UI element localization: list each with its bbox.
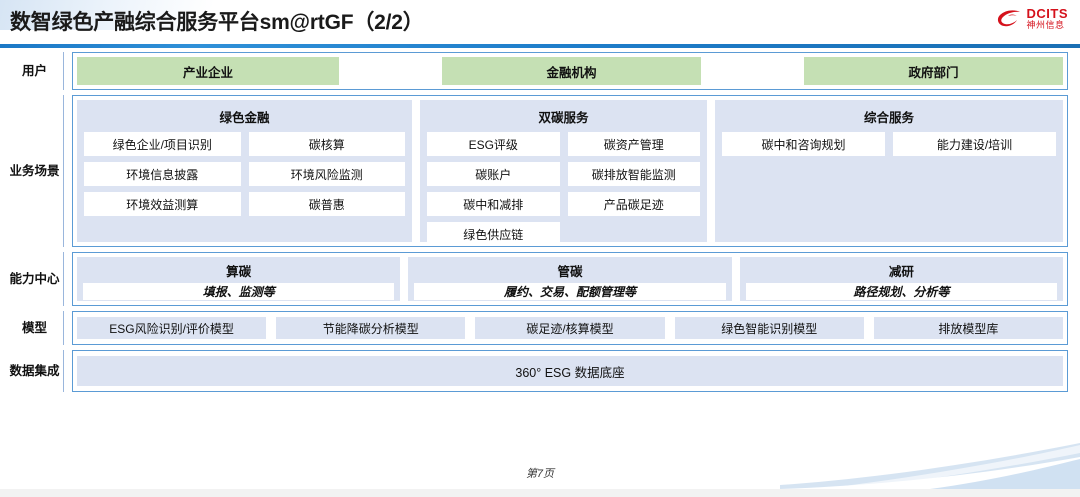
row-body-capability-center: 算碳 填报、监测等 管碳 履约、交易、配额管理等 减研 路径规划、分析等	[72, 252, 1068, 306]
capability-sub-reduce-research: 路径规划、分析等	[745, 283, 1057, 300]
row-label-model: 模型	[8, 311, 64, 345]
layer-row-business-scenario: 业务场景 绿色金融 绿色企业/项目识别 碳核算 环境信息披露 环境风险监测 环境…	[8, 95, 1068, 247]
panel-cells-comprehensive: 碳中和咨询规划 能力建设/培训	[722, 132, 1056, 156]
panel-cells-dual-carbon: ESG评级 碳资产管理 碳账户 碳排放智能监测 碳中和减排 产品碳足迹 绿色供应…	[427, 132, 700, 246]
cell-green-supply-chain[interactable]: 绿色供应链	[427, 222, 560, 246]
cell-carbon-accounting[interactable]: 碳核算	[248, 132, 405, 156]
panel-title-dual-carbon: 双碳服务	[538, 111, 589, 125]
cell-env-risk-monitor[interactable]: 环境风险监测	[248, 162, 405, 186]
user-chip-government[interactable]: 政府部门	[804, 57, 1063, 85]
model-chip-esg-risk[interactable]: ESG风险识别/评价模型	[77, 317, 267, 339]
page-footer: 第7页	[525, 468, 555, 480]
capability-manage-carbon[interactable]: 管碳 履约、交易、配额管理等	[408, 257, 732, 301]
layer-row-user: 用户 产业企业 金融机构 政府部门	[8, 52, 1068, 90]
cell-capacity-training[interactable]: 能力建设/培训	[893, 132, 1056, 156]
cell-env-benefit-calc[interactable]: 环境效益测算	[84, 192, 241, 216]
layer-row-model: 模型 ESG风险识别/评价模型 节能降碳分析模型 碳足迹/核算模型 绿色智能识别…	[8, 311, 1068, 345]
row-body-user: 产业企业 金融机构 政府部门	[72, 52, 1068, 90]
cell-carbon-neutral-consulting[interactable]: 碳中和咨询规划	[722, 132, 885, 156]
brand-logo: DCITS 神州信息	[996, 7, 1069, 30]
dcits-swoosh-icon	[997, 9, 1020, 26]
panel-title-comprehensive: 综合服务	[863, 111, 914, 125]
capability-title-reduce-research: 减研	[888, 265, 914, 279]
title-underline	[0, 44, 1080, 48]
brand-text: DCITS 神州信息	[1027, 7, 1069, 30]
layer-row-capability-center: 能力中心 算碳 填报、监测等 管碳 履约、交易、配额管理等 减研 路径规划、分析…	[8, 252, 1068, 306]
data-foundation-bar[interactable]: 360° ESG 数据底座	[77, 356, 1063, 386]
row-label-business-scenario: 业务场景	[8, 95, 64, 247]
model-chip-energy-saving[interactable]: 节能降碳分析模型	[276, 317, 466, 339]
user-chip-financial[interactable]: 金融机构	[442, 57, 701, 85]
cell-product-carbon-footprint[interactable]: 产品碳足迹	[567, 192, 700, 216]
slide-header: 数智绿色产融综合服务平台sm@rtGF（2/2） DCITS 神州信息	[0, 0, 1080, 48]
row-label-data-integration: 数据集成	[8, 350, 64, 392]
model-chip-green-smart-id[interactable]: 绿色智能识别模型	[674, 317, 864, 339]
capability-sub-manage-carbon: 履约、交易、配额管理等	[414, 283, 726, 300]
capability-calc-carbon[interactable]: 算碳 填报、监测等	[77, 257, 401, 301]
cell-carbon-asset-mgmt[interactable]: 碳资产管理	[567, 132, 700, 156]
layer-row-data-integration: 数据集成 360° ESG 数据底座	[8, 350, 1068, 392]
cell-carbon-account[interactable]: 碳账户	[427, 162, 560, 186]
panel-dual-carbon-service: 双碳服务 ESG评级 碳资产管理 碳账户 碳排放智能监测 碳中和减排 产品碳足迹…	[420, 100, 707, 246]
footer-bar	[0, 489, 1080, 497]
page-title: 数智绿色产融综合服务平台sm@rtGF（2/2）	[10, 11, 424, 34]
cell-emission-smart-monitor[interactable]: 碳排放智能监测	[567, 162, 700, 186]
brand-name-cn: 神州信息	[1026, 20, 1065, 30]
row-body-business-scenario: 绿色金融 绿色企业/项目识别 碳核算 环境信息披露 环境风险监测 环境效益测算 …	[72, 95, 1068, 247]
panel-title-green-finance: 绿色金融	[219, 111, 270, 125]
user-chip-industry[interactable]: 产业企业	[77, 57, 339, 85]
row-body-model: ESG风险识别/评价模型 节能降碳分析模型 碳足迹/核算模型 绿色智能识别模型 …	[72, 311, 1068, 345]
cell-env-disclosure[interactable]: 环境信息披露	[84, 162, 241, 186]
capability-reduce-research[interactable]: 减研 路径规划、分析等	[739, 257, 1063, 301]
cell-esg-rating[interactable]: ESG评级	[427, 132, 560, 156]
capability-title-manage-carbon: 管碳	[557, 265, 583, 279]
row-body-data-integration: 360° ESG 数据底座	[72, 350, 1068, 392]
cell-carbon-inclusive[interactable]: 碳普惠	[248, 192, 405, 216]
architecture-diagram: 用户 产业企业 金融机构 政府部门 业务场景 绿色金融 绿色企业/项目识别 碳核…	[8, 52, 1068, 392]
model-chip-carbon-footprint[interactable]: 碳足迹/核算模型	[475, 317, 665, 339]
row-label-capability-center: 能力中心	[8, 252, 64, 306]
cell-green-enterprise-id[interactable]: 绿色企业/项目识别	[84, 132, 241, 156]
row-label-user: 用户	[8, 52, 64, 90]
brand-name-en: DCITS	[1026, 6, 1068, 21]
capability-sub-calc-carbon: 填报、监测等	[83, 283, 395, 300]
capability-title-calc-carbon: 算碳	[226, 265, 252, 279]
model-chip-emission-library[interactable]: 排放模型库	[873, 317, 1064, 339]
panel-comprehensive-service: 综合服务 碳中和咨询规划 能力建设/培训	[715, 100, 1063, 242]
cell-carbon-neutral-reduction[interactable]: 碳中和减排	[427, 192, 560, 216]
panel-green-finance: 绿色金融 绿色企业/项目识别 碳核算 环境信息披露 环境风险监测 环境效益测算 …	[77, 100, 412, 242]
panel-cells-green-finance: 绿色企业/项目识别 碳核算 环境信息披露 环境风险监测 环境效益测算 碳普惠	[84, 132, 405, 216]
